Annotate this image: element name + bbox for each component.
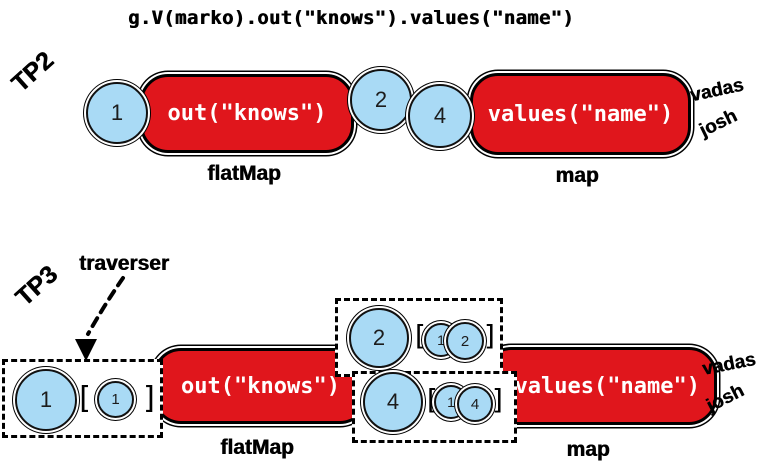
- tp3-map-step-box: values("name"): [483, 347, 717, 425]
- tp2-traverser-2-value: 2: [374, 87, 388, 112]
- tp3-result-vadas: vadas: [700, 349, 758, 380]
- tp3-input-bulk-value: 1: [111, 391, 120, 408]
- tp3-result2-path-2: 2: [446, 322, 484, 360]
- tp3-result2-path-2-value: 2: [460, 332, 470, 350]
- gremlin-query-title: g.V(marko).out("knows").values("name"): [127, 7, 575, 29]
- tp3-traverser-callout: traverser: [79, 252, 169, 275]
- tp3-flatmap-step-label: out("knows"): [181, 373, 340, 399]
- tp3-result4-path-4-value: 4: [470, 395, 480, 413]
- tp3-result4-traverser-box: 4 [ 1 4 ]: [352, 371, 517, 443]
- traverser-arrow-icon: [75, 276, 125, 361]
- tp3-result2-bracket-open: [: [411, 319, 428, 352]
- tp3-result2-traverser-box: 2 [ 1 2 ]: [335, 298, 503, 377]
- tp3-input-head-traverser: 1: [15, 369, 77, 431]
- tp2-result-josh: josh: [696, 105, 741, 142]
- tp3-result4-head-value: 4: [386, 389, 400, 414]
- tp2-traverser-1-value: 1: [110, 100, 124, 125]
- tp2-traverser-1: 1: [86, 82, 148, 144]
- tp2-map-step-box: values("name"): [470, 73, 691, 155]
- tp3-result4-path-1-value: 1: [447, 394, 455, 410]
- tp3-result4-bracket-close: ]: [490, 383, 507, 416]
- tp3-result4-head-traverser: 4: [363, 372, 423, 432]
- tp3-result2-bracket-close: ]: [482, 319, 499, 352]
- tp3-flatmap-caption: flatMap: [220, 436, 294, 459]
- tp2-map-caption: map: [555, 164, 599, 187]
- tp2-result-vadas: vadas: [688, 74, 746, 107]
- tp3-map-step-label: values("name"): [514, 373, 700, 399]
- tp3-result4-path-4: 4: [457, 386, 493, 422]
- tp2-flatmap-caption: flatMap: [207, 162, 281, 185]
- tp3-result2-head-value: 2: [372, 325, 386, 350]
- tp3-result2-head-traverser: 2: [349, 308, 409, 368]
- tp2-traverser-2: 2: [350, 69, 412, 131]
- tp3-input-head-value: 1: [39, 387, 53, 412]
- tp3-result2-path-1-value: 1: [437, 332, 445, 348]
- tp3-input-bracket-open: [: [75, 381, 94, 416]
- tp3-input-bracket-close: ]: [141, 381, 160, 416]
- tp2-flatmap-step-box: out("knows"): [140, 74, 354, 153]
- tp3-input-bulk-traverser: 1: [97, 381, 134, 418]
- tp2-traverser-4: 4: [408, 84, 472, 148]
- tp3-input-traverser-box: 1 [ 1 ]: [2, 359, 163, 438]
- tp2-section-label: TP2: [6, 46, 60, 98]
- tp2-flatmap-step-label: out("knows"): [167, 101, 327, 126]
- tp3-map-caption: map: [566, 438, 610, 461]
- tp2-traverser-4-value: 4: [433, 103, 447, 128]
- tp2-map-step-label: values("name"): [487, 101, 674, 127]
